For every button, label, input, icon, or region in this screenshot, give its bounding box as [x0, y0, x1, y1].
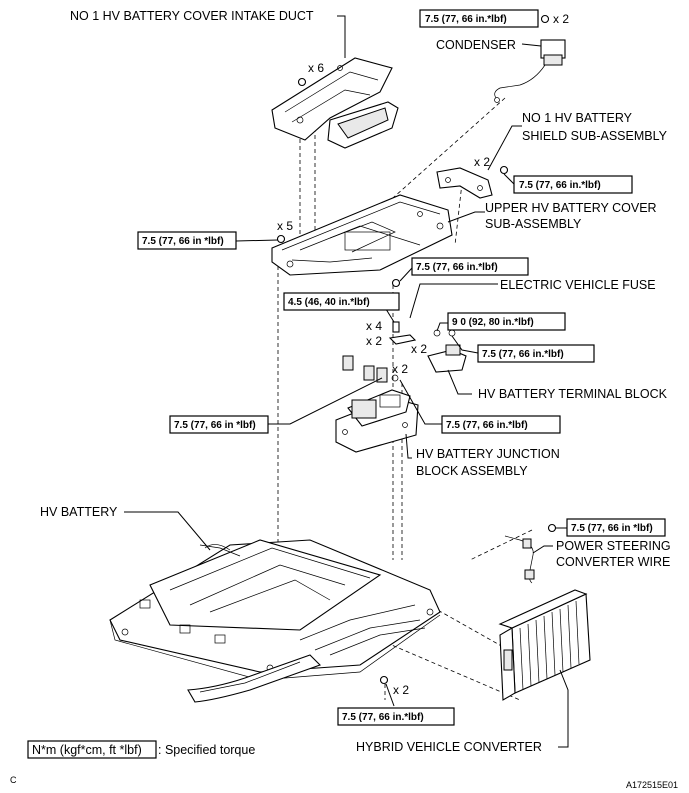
ps-wire-part [504, 535, 535, 584]
junction-block-part [335, 355, 419, 453]
junction-block-label-line2: BLOCK ASSEMBLY [416, 464, 528, 478]
torque-bottom-text: 7.5 (77, 66 in.*lbf) [342, 712, 424, 723]
torque-ps-wire-text: 7.5 (77, 66 in *lbf) [571, 523, 653, 534]
torque-box-upper-cover-right: 7.5 (77, 66 in.*lbf) [411, 257, 529, 276]
legend-description: : Specified torque [158, 743, 255, 757]
intake-duct-bolt-icon [297, 77, 307, 87]
torque-box-bottom: 7.5 (77, 66 in.*lbf) [337, 707, 455, 726]
shield-part [436, 167, 493, 199]
torque-legend: N*m (kgf*cm, ft *lbf) : Specified torque [27, 740, 255, 759]
hv-battery-label: HV BATTERY [40, 505, 118, 519]
intake-duct-part [271, 57, 399, 149]
torque-ev-fuse-text: 4.5 (46, 40 in.*lbf) [288, 297, 370, 308]
legend-box-text: N*m (kgf*cm, ft *lbf) [32, 743, 142, 757]
terminal-block-part [427, 329, 467, 373]
condenser-part [494, 39, 566, 103]
ps-wire-label-line1: POWER STEERING [556, 539, 671, 553]
ev-fuse-label: ELECTRIC VEHICLE FUSE [500, 278, 656, 292]
hv-battery-part [109, 539, 441, 703]
upper-cover-right-bolt-icon [391, 278, 401, 288]
junction-qty: x 2 [392, 362, 408, 376]
upper-cover-label-line1: UPPER HV BATTERY COVER [485, 201, 657, 215]
ps-wire-bolt-icon [547, 523, 557, 533]
upper-cover-left-bolt-icon [276, 234, 286, 244]
torque-terminal-b-text: 7.5 (77, 66 in.*lbf) [482, 349, 564, 360]
torque-box-junction-left: 7.5 (77, 66 in *lbf) [169, 415, 269, 434]
bottom-bolt-icon [379, 675, 389, 685]
torque-box-ev-fuse: 4.5 (46, 40 in.*lbf) [283, 292, 400, 311]
ev-fuse-qty-x4: x 4 [366, 319, 382, 333]
ev-fuse-qty-x2: x 2 [366, 334, 382, 348]
torque-upper-cover-right-text: 7.5 (77, 66 in.*lbf) [416, 262, 498, 273]
condenser-label: CONDENSER [436, 38, 516, 52]
corner-letter: C [10, 775, 17, 785]
torque-box-terminal-b: 7.5 (77, 66 in.*lbf) [477, 344, 595, 363]
upper-cover-qty: x 5 [277, 219, 293, 233]
torque-box-ps-wire: 7.5 (77, 66 in *lbf) [566, 518, 666, 537]
converter-label: HYBRID VEHICLE CONVERTER [356, 740, 542, 754]
converter-part [498, 589, 591, 701]
torque-box-upper-cover-left: 7.5 (77, 66 in *lbf) [137, 231, 237, 250]
terminal-qty: x 2 [411, 342, 427, 356]
torque-box-junction-right: 7.5 (77, 66 in.*lbf) [441, 415, 561, 434]
bottom-qty: x 2 [393, 683, 409, 697]
shield-label-line1: NO 1 HV BATTERY [522, 111, 633, 125]
terminal-block-label: HV BATTERY TERMINAL BLOCK [478, 387, 668, 401]
torque-box-terminal-a: 9 0 (92, 80 in.*lbf) [447, 312, 566, 331]
upper-cover-part [271, 194, 453, 276]
shield-label-line2: SHIELD SUB-ASSEMBLY [522, 129, 668, 143]
shield-qty: x 2 [474, 155, 490, 169]
torque-junction-right-text: 7.5 (77, 66 in.*lbf) [446, 420, 528, 431]
figure-id: A172515E01 [626, 780, 678, 790]
torque-terminal-a-text: 9 0 (92, 80 in.*lbf) [452, 317, 534, 328]
leader-lines [124, 15, 569, 748]
condenser-qty: x 2 [553, 12, 569, 26]
torque-shield-text: 7.5 (77, 66 in.*lbf) [519, 180, 601, 191]
ev-fuse-part [388, 321, 417, 345]
shield-bolt-icon [499, 165, 509, 175]
intake-duct-label: NO 1 HV BATTERY COVER INTAKE DUCT [70, 9, 314, 23]
torque-junction-left-text: 7.5 (77, 66 in *lbf) [174, 420, 256, 431]
upper-cover-label-line2: SUB-ASSEMBLY [485, 217, 582, 231]
junction-block-label-line1: HV BATTERY JUNCTION [416, 447, 560, 461]
ps-wire-label-line2: CONVERTER WIRE [556, 555, 670, 569]
torque-upper-cover-left-text: 7.5 (77, 66 in *lbf) [142, 236, 224, 247]
intake-duct-qty: x 6 [308, 61, 324, 75]
condenser-bolt-icon [540, 14, 550, 24]
torque-box-condenser: 7.5 (77, 66 in.*lbf) [419, 9, 539, 28]
torque-condenser-text: 7.5 (77, 66 in.*lbf) [425, 14, 507, 25]
torque-box-shield: 7.5 (77, 66 in.*lbf) [513, 175, 633, 194]
